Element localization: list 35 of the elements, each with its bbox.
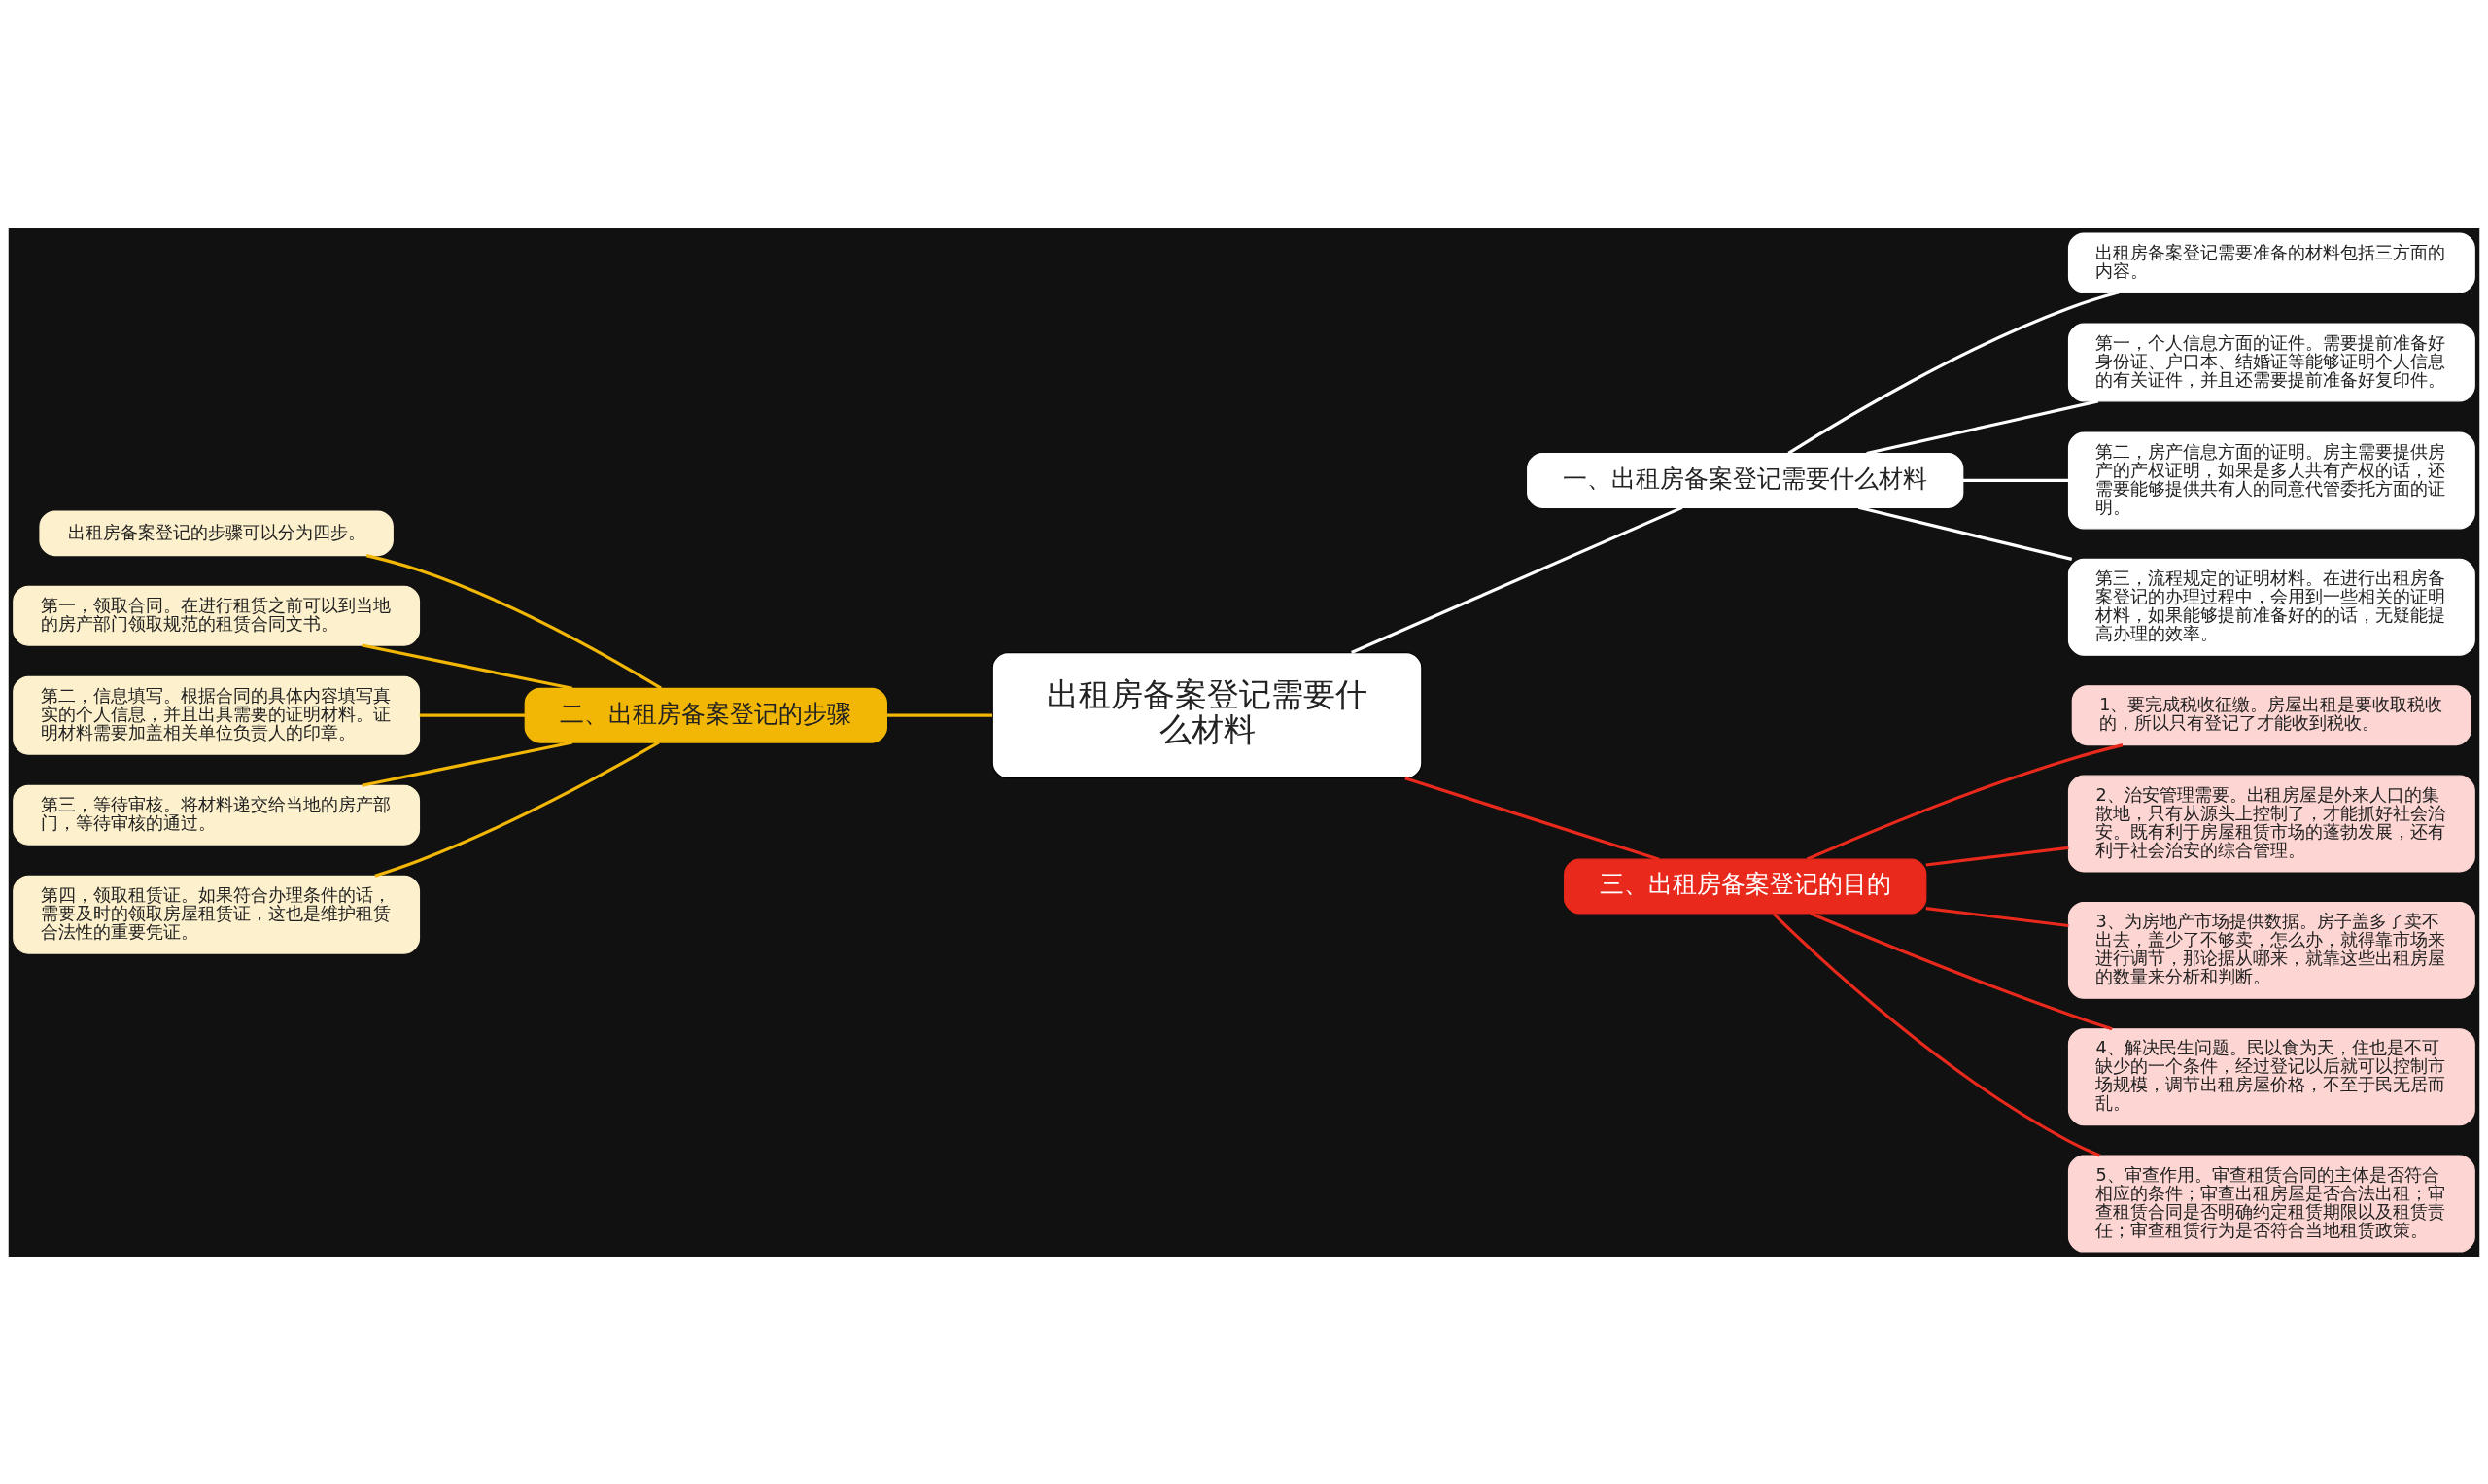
- node-box: 出租房备案登记需要准备的材料包括三方面的内容。: [2067, 231, 2475, 293]
- node-box: 出租房备案登记需要什么材料: [991, 651, 1423, 778]
- connector: [1857, 505, 2073, 561]
- connector: [886, 713, 992, 717]
- node-box: 第二，房产信息方面的证明。房主需要提供房产的产权证明，如果是多人共有产权的话，还需要能够提供共有人的同意代管委托方面的证明。: [2067, 431, 2475, 529]
- connector: [419, 713, 526, 717]
- connector: [1772, 912, 2100, 1156]
- node-box: 第二，信息填写。根据合同的具体内容填写真实的个人信息，并且出具需要的证明材料。证明材料需要加盖相关单位负责人的印章。: [13, 675, 421, 755]
- node-box: 1、要完成税收征缴。房屋出租是要收取税收的，所以只有登记了才能收到税收。: [2071, 684, 2472, 745]
- node-box: 4、解决民生问题。民以食为天，住也是不可缺少的一个条件，经过登记以后就可以控制市场规模，调节出租房屋价格，不至于民无居而乱。: [2067, 1027, 2475, 1125]
- connector: [1787, 290, 2120, 455]
- node-box: 第一，个人信息方面的证件。需要提前准备好身份证、户口本、结婚证等能够证明个人信息的有关证件，并且还需要提前准备好复印件。: [2067, 322, 2475, 401]
- connector: [365, 553, 662, 689]
- connector: [1806, 742, 2124, 860]
- node-box: 2、治安管理需要。出租房屋是外来人口的集散地，只有从源头上控制了，才能抓好社会治安。既有利于房屋租赁市场的蓬勃发展，还有利于社会治安的综合管理。: [2067, 775, 2475, 872]
- connector: [1404, 776, 1660, 861]
- node-box: 出租房备案登记的步骤可以分为四步。: [39, 509, 394, 556]
- connector: [1866, 398, 2099, 455]
- connector: [1351, 505, 1683, 654]
- connector: [362, 643, 573, 690]
- node-box: 二、出租房备案登记的步骤: [524, 687, 887, 743]
- node-box: 三、出租房备案登记的目的: [1564, 858, 1927, 915]
- connector: [1925, 846, 2069, 866]
- connector: [1810, 912, 2113, 1030]
- node-box: 第一，领取合同。在进行租赁之前可以到当地的房产部门领取规范的租赁合同文书。: [13, 585, 421, 646]
- connector: [374, 741, 660, 878]
- connector: [1962, 478, 2069, 482]
- connector: [1925, 906, 2069, 927]
- connector: [362, 741, 573, 787]
- node-box: 第三，等待审核。将材料递交给当地的房产部门，等待审核的通过。: [13, 784, 421, 846]
- node-box: 3、为房地产市场提供数据。房子盖多了卖不出去，盖少了不够卖，怎么办，就得靠市场来进行调节，那论据从哪来，就靠这些出租房屋的数量来分析和判断。: [2067, 901, 2475, 999]
- node-box: 5、审查作用。审查租赁合同的主体是否符合相应的条件；审查出租房屋是否合法出租；审查租赁合同是否明确约定租赁期限以及租赁责任；审查租赁行为是否符合当地租赁政策。: [2067, 1155, 2475, 1253]
- node-box: 第四，领取租赁证。如果符合办理条件的话，需要及时的领取房屋租赁证，这也是维护租赁合法性的重要凭证。: [13, 875, 421, 954]
- node-box: 第三，流程规定的证明材料。在进行出租房备案登记的办理过程中，会用到一些相关的证明材料，如果能够提前准备好的的话，无疑能提高办理的效率。: [2067, 558, 2475, 656]
- node-box: 一、出租房备案登记需要什么材料: [1527, 452, 1964, 508]
